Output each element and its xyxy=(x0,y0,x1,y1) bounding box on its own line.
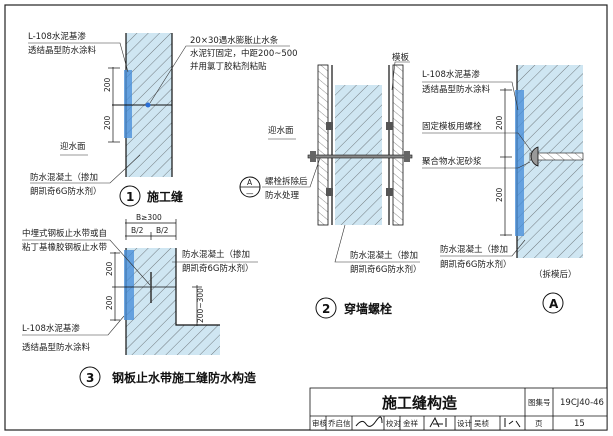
label-coating-1: L-108水泥基渗 xyxy=(422,69,480,80)
label-note: （拆模后） xyxy=(534,269,577,280)
concrete-wall xyxy=(517,65,583,258)
check-label: 校对 xyxy=(386,418,401,428)
formwork-left xyxy=(317,64,329,226)
label-strip-1: 20×30遇水膨胀止水条 xyxy=(190,35,279,46)
concrete-body xyxy=(126,248,220,355)
detail-number: 3 xyxy=(86,371,94,385)
ref-symbol-top: A xyxy=(247,178,253,187)
label-mortar: 聚合物水泥砂浆 xyxy=(422,156,482,167)
detail-a-after-formwork-removal: 200 200 L-108水泥基渗 透结晶型防水涂料 固定模板用螺栓 聚合物水泥… xyxy=(422,65,584,314)
detail-symbol-circle xyxy=(542,292,564,314)
atlas-number: 19CJ40-46 xyxy=(560,398,604,408)
label-concrete-1: 防水混凝土（掺加 xyxy=(182,249,250,260)
label-coating-2: 透结晶型防水涂料 xyxy=(22,342,91,353)
dim-half-right: B/2 xyxy=(156,226,169,235)
dim-lower: 200 xyxy=(103,115,112,130)
label-formwork: 模板 xyxy=(392,52,410,63)
detail-2-through-wall-bolt: 模板 迎水面 A — 螺栓拆除后 防水处理 防水混凝土（掺加 朗凯奇6G防水剂）… xyxy=(239,52,422,319)
detail-title: 施工缝 xyxy=(147,189,183,204)
detail-number-circle xyxy=(79,366,101,388)
ref-symbol-bottom: — xyxy=(246,189,254,198)
detail-number: 2 xyxy=(322,302,330,316)
sheet-border xyxy=(4,4,608,431)
page-label: 页 xyxy=(535,419,543,428)
dim-lower: 200 xyxy=(105,295,114,310)
label-concrete-2: 朗凯奇6G防水剂） xyxy=(182,263,254,274)
label-concrete-2: 朗凯奇6G防水剂） xyxy=(440,259,512,270)
page-number: 15 xyxy=(574,419,585,429)
label-concrete-2: 朗凯奇6G防水剂） xyxy=(30,186,102,197)
detail-number-circle xyxy=(119,185,141,207)
dim-width: B≥300 xyxy=(136,213,162,222)
detail-1-construction-joint: 200 200 L-108水泥基渗 透结晶型防水涂料 20×30遇水膨胀止水条 … xyxy=(28,31,298,207)
detail-symbol: A xyxy=(549,297,559,311)
label-strip-3: 并用氯丁胶粘剂粘贴 xyxy=(190,61,267,72)
designer-name: 吴桢 xyxy=(474,418,489,428)
label-water-face: 迎水面 xyxy=(268,125,294,136)
waterproof-coating xyxy=(515,90,524,236)
detail-3-steel-waterstop: B≥300 B/2 B/2 200 200 200~300 中埋式钢板止水带或自… xyxy=(22,213,258,388)
dim-upper: 200 xyxy=(103,77,112,92)
detail-title: 钢板止水带施工缝防水构造 xyxy=(112,370,257,385)
formwork-right xyxy=(392,64,404,226)
atlas-label: 图集号 xyxy=(528,397,551,407)
label-concrete-1: 防水混凝土（掺加 xyxy=(440,244,508,255)
dim-upper: 200 xyxy=(495,115,504,130)
checker-signature xyxy=(429,416,447,428)
waterproof-coating xyxy=(124,70,132,138)
reviewer-name: 乔启信 xyxy=(328,418,351,428)
label-ref-1: 螺栓拆除后 xyxy=(265,176,308,187)
dimension-lines xyxy=(500,88,512,236)
label-coating-2: 透结晶型防水涂料 xyxy=(422,84,491,95)
label-water-face: 迎水面 xyxy=(60,141,86,152)
label-coating-1: L-108水泥基渗 xyxy=(22,323,80,334)
drawing-title: 施工缝构造 xyxy=(382,394,457,412)
polymer-mortar xyxy=(530,146,539,167)
dimension-lines xyxy=(110,219,202,326)
detail-number-circle xyxy=(315,297,337,319)
label-concrete-1: 防水混凝土（掺加 xyxy=(30,172,98,183)
label-waterstop-2: 粘丁基橡胶钢板止水带 xyxy=(22,242,108,253)
label-strip-2: 水泥钉固定，中距200~500 xyxy=(190,48,298,59)
dim-lower: 200 xyxy=(495,187,504,202)
label-concrete-1: 防水混凝土（掺加 xyxy=(350,250,418,261)
dim-step: 200~300 xyxy=(196,288,205,323)
waterstop-strip xyxy=(145,102,151,108)
label-bolt: 固定模板用螺栓 xyxy=(422,121,482,132)
label-ref-2: 防水处理 xyxy=(265,190,300,201)
detail-number: 1 xyxy=(126,190,134,204)
label-concrete-2: 朗凯奇6G防水剂） xyxy=(350,264,422,275)
label-coating-1: L-108水泥基渗 xyxy=(28,31,86,42)
bolt xyxy=(307,154,413,159)
reviewer-signature xyxy=(355,416,383,427)
dim-upper: 200 xyxy=(105,261,114,276)
designer-signature xyxy=(504,418,521,428)
dim-half-left: B/2 xyxy=(131,226,144,235)
review-label: 审核 xyxy=(312,418,327,428)
label-coating-2: 透结晶型防水涂料 xyxy=(28,45,97,56)
detail-title: 穿墙螺栓 xyxy=(344,301,392,316)
bolt-remnant xyxy=(529,152,584,161)
checker-name: 金祥 xyxy=(403,418,418,428)
design-label: 设计 xyxy=(457,418,472,428)
dimension-lines xyxy=(108,67,120,143)
waterproof-coating xyxy=(124,250,134,320)
label-waterstop-1: 中埋式钢板止水带或自 xyxy=(22,228,107,239)
